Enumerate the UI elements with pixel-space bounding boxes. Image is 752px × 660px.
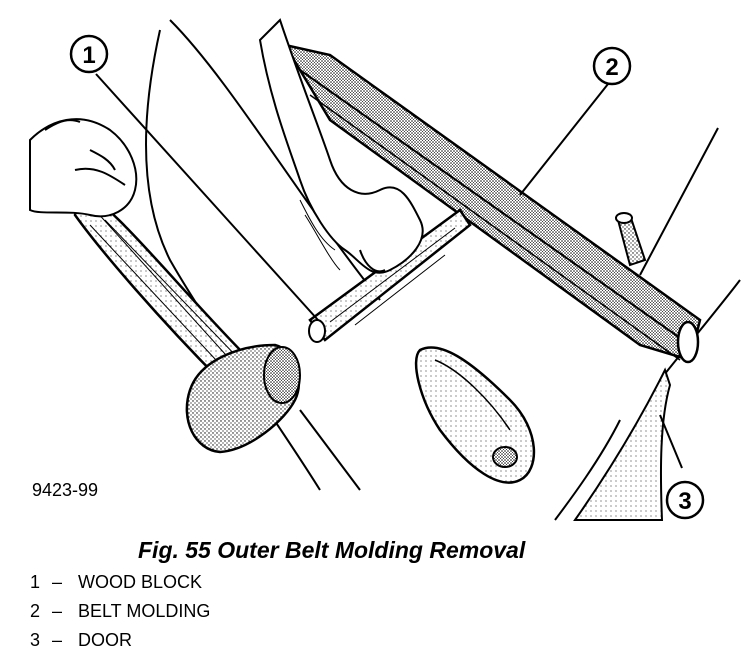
legend-item-label: BELT MOLDING	[78, 601, 211, 621]
legend-item: 3–DOOR	[30, 626, 210, 655]
legend-item-dash: –	[52, 630, 63, 650]
legend-item-number: 1	[30, 572, 41, 592]
callout-2-label: 2	[605, 54, 618, 81]
legend-item-number: 3	[30, 630, 41, 650]
mallet	[73, 188, 301, 454]
legend: 1–WOOD BLOCK 2–BELT MOLDING 3–DOOR	[30, 568, 210, 655]
legend-item-dash: –	[52, 572, 63, 592]
callout-3-label: 3	[678, 488, 691, 515]
lock-knob	[615, 212, 647, 267]
legend-item-dash: –	[52, 601, 63, 621]
legend-item-label: DOOR	[78, 630, 132, 650]
callout-2: 2	[592, 46, 632, 86]
callout-1-label: 1	[82, 42, 95, 69]
figure-caption: Fig. 55 Outer Belt Molding Removal	[138, 537, 526, 563]
figure-code: 9423-99	[32, 480, 99, 500]
legend-item: 2–BELT MOLDING	[30, 597, 210, 626]
callout-1: 1	[69, 34, 109, 74]
belt-molding-removal-illustration: 1 2 3	[29, 18, 741, 521]
belt-molding	[282, 43, 702, 364]
left-hand	[29, 118, 138, 218]
door-edge	[573, 367, 672, 521]
leader-lines	[95, 73, 719, 469]
callout-3: 3	[665, 480, 705, 520]
legend-item-number: 2	[30, 601, 41, 621]
legend-item: 1–WOOD BLOCK	[30, 568, 210, 597]
right-hand	[258, 18, 424, 274]
legend-item-label: WOOD BLOCK	[78, 572, 203, 592]
door-handle	[414, 346, 536, 484]
